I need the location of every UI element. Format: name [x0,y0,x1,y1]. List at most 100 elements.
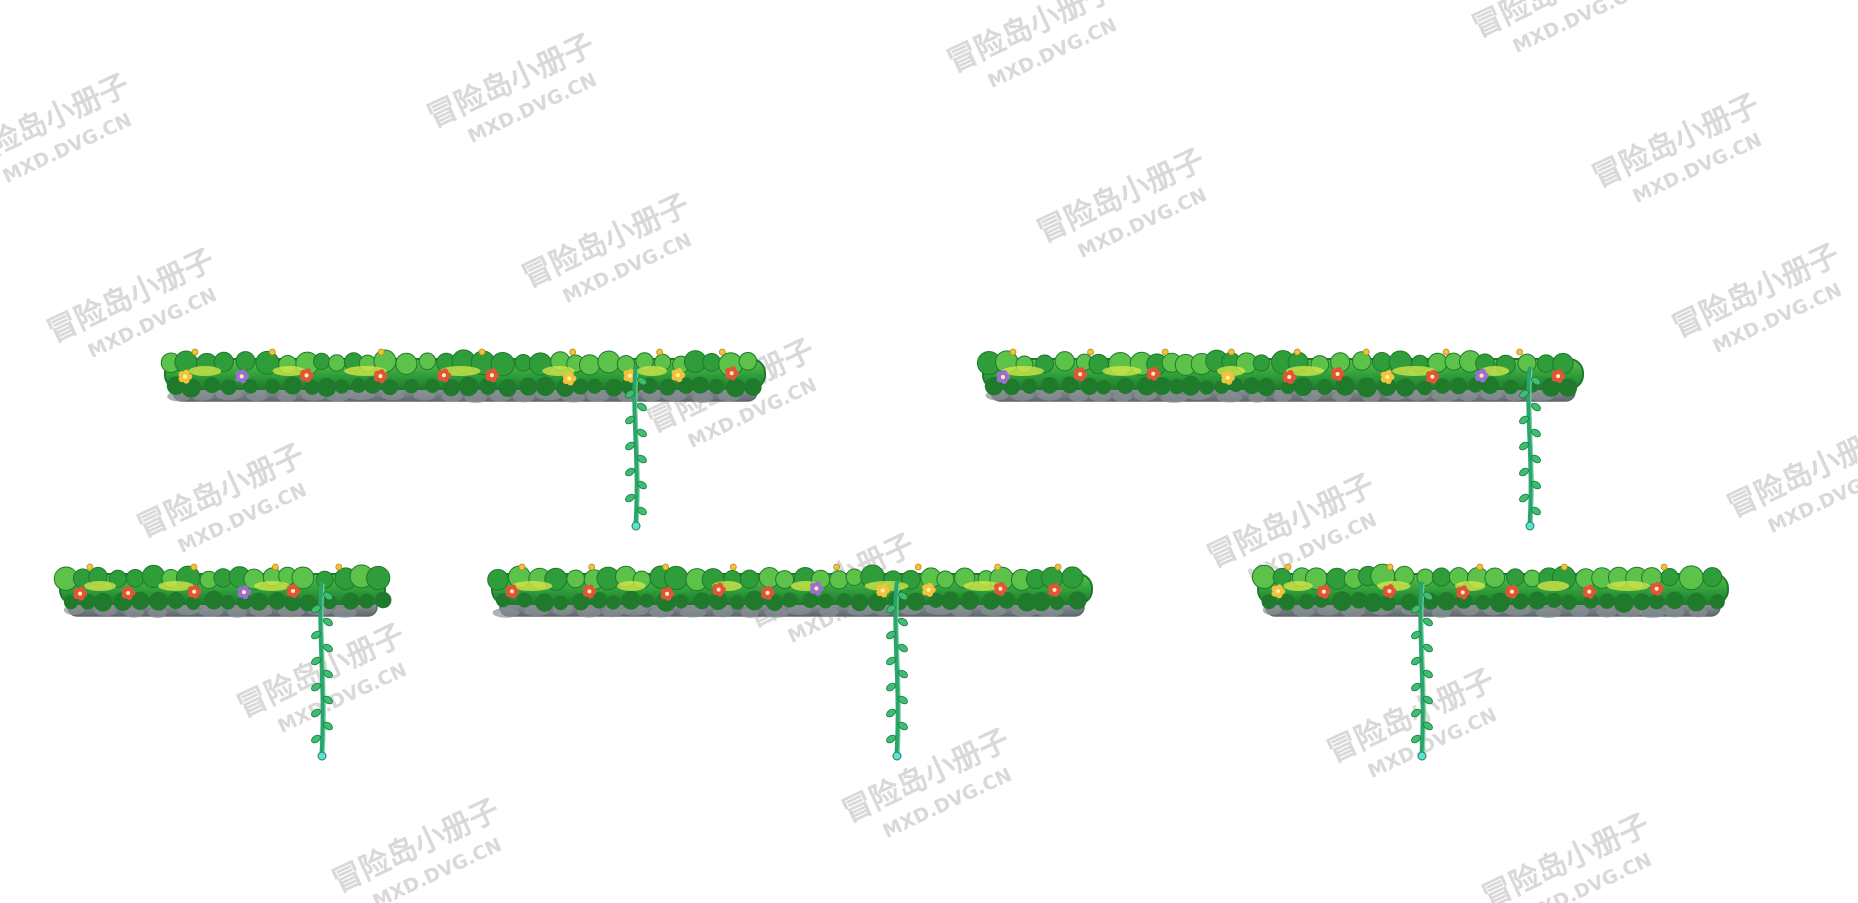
grass-leaf [516,592,533,608]
flower-bud [1386,563,1394,571]
grass-leaf [418,352,437,371]
grass-leaf [1017,592,1037,612]
grass-leaf [304,379,320,395]
grass-highlight [1606,581,1650,591]
vine-tip [1417,751,1427,761]
flower-icon [235,369,249,384]
vine-rope[interactable] [885,581,909,761]
flower-bud [1009,348,1017,356]
flower-icon [1331,366,1345,381]
grass-leaf [1298,593,1315,610]
grass-leaf [659,378,677,396]
vine-leaf [886,604,896,614]
grass-leaf [621,590,641,610]
rock-stone [148,607,167,618]
vine-leaf [1423,591,1433,601]
rock-stone [246,391,268,402]
flower-icon [485,368,500,383]
rock-stone [787,605,812,616]
vine-leaf [625,415,635,425]
grass-leaf [1049,595,1065,611]
grass-leaf [1251,564,1277,590]
grass-leaf [284,594,301,612]
grass-leaf [553,595,569,611]
grass-leaf [1352,351,1372,371]
rock-stone [764,607,789,618]
grass-leaf [299,594,317,612]
grass-leaf [1437,592,1456,611]
vine-leaf [1423,721,1433,731]
rock-stone [1570,607,1589,618]
grass-highlight [158,581,194,591]
vine-rope[interactable] [624,366,648,531]
grass-leaf [674,594,689,609]
grass-leaf [235,351,256,371]
grass-leaf [126,569,145,588]
grass-leaf [1068,591,1087,610]
grass-leaf [1199,380,1214,395]
grass-highlight [84,581,116,591]
grass-leaf [928,592,944,608]
grass-leaf [1137,376,1156,396]
vine-tip [1525,521,1535,531]
vine-rope[interactable] [310,581,334,761]
grass-leaf [1168,378,1185,395]
flower-icon [1221,370,1235,385]
grass-leaf [342,592,360,610]
grass-leaf [93,592,113,612]
rock-stone [586,391,609,402]
grass-leaf [941,591,960,610]
flower-icon [1271,584,1286,599]
vine-leaf [1519,415,1529,425]
grass-leaf [836,593,852,608]
grass-leaf [1257,378,1276,397]
grass-leaf [1678,565,1704,591]
rock-stone [332,607,357,618]
flower-icon [582,584,597,599]
grass-leaf [708,591,728,611]
vine-leaf [311,630,321,640]
grass-leaf [960,591,980,610]
flower-bud [1227,348,1235,356]
grass-leaf [691,376,709,394]
vine-leaf [1411,708,1421,718]
grass-leaf [1214,379,1229,394]
flower-bud [86,563,94,571]
grass-highlight [617,581,646,591]
vine-leaf [1411,604,1421,614]
rock-stone [1639,607,1666,618]
grass-leaf [328,354,346,372]
grass-highlight [1285,366,1325,376]
platform-bottom-middle [487,563,1093,761]
grass-leaf [519,377,538,396]
vine-leaf [1531,402,1541,412]
rock-stone [1160,392,1188,403]
flower-icon [505,584,520,599]
vine-rope[interactable] [1410,581,1434,761]
grass-leaf [220,594,236,610]
vine-rope[interactable] [1518,366,1542,531]
rock-stone [1112,391,1132,402]
grass-leaf [374,591,392,609]
rock-stone [951,607,972,618]
grass-leaf [587,378,603,394]
grass-leaf [1541,377,1561,397]
grass-leaf [936,570,955,589]
grass-leaf [1003,378,1021,396]
vine-leaf [625,441,635,451]
flower-icon [300,368,314,383]
vine-leaf [898,617,908,627]
grass-leaf [744,378,762,396]
grass-leaf [802,592,819,609]
vine-leaf [898,721,908,731]
platform-bottom-right [1251,563,1729,761]
grass-leaf [1506,568,1525,587]
grass-highlight [1283,581,1313,591]
grass-leaf [1561,594,1577,610]
